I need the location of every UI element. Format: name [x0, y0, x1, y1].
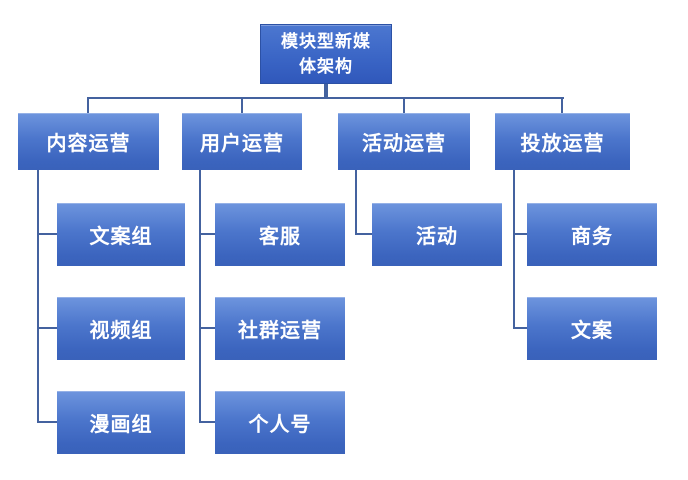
connector-drop-content-operations — [87, 97, 89, 113]
child-label: 个人号 — [248, 414, 312, 436]
child-label: 文案 — [571, 320, 613, 342]
connector-column-content-operations — [37, 170, 39, 423]
child-node-copywriting-group: 文案组 — [57, 203, 185, 266]
connector-drop-placement-operations — [561, 97, 563, 113]
child-node-activity: 活动 — [372, 203, 502, 266]
connector-stub-business — [513, 233, 527, 235]
child-label: 客服 — [259, 226, 301, 248]
connector-column-activity-operations — [355, 170, 357, 235]
child-label: 活动 — [416, 226, 458, 248]
child-node-video-group: 视频组 — [57, 297, 185, 360]
connector-stub-comic-group — [37, 421, 57, 423]
connector-root-drop — [324, 84, 328, 99]
root-node-label-line1: 模块型新媒 — [281, 32, 371, 51]
connector-drop-activity-operations — [403, 97, 405, 113]
connector-stub-video-group — [37, 327, 57, 329]
child-label: 商务 — [571, 226, 613, 248]
connector-column-user-operations — [199, 170, 201, 423]
connector-stub-personal-account — [199, 421, 215, 423]
child-node-comic-group: 漫画组 — [57, 391, 185, 454]
branch-label: 活动运营 — [362, 133, 446, 155]
branch-node-placement-operations: 投放运营 — [495, 113, 630, 170]
child-node-community-operations: 社群运营 — [215, 297, 345, 360]
connector-stub-customer-service — [199, 233, 215, 235]
child-label: 社群运营 — [238, 320, 322, 342]
child-node-customer-service: 客服 — [215, 203, 345, 266]
child-label: 视频组 — [89, 320, 153, 342]
branch-label: 用户运营 — [200, 133, 284, 155]
child-node-personal-account: 个人号 — [215, 391, 345, 454]
connector-stub-activity — [355, 233, 372, 235]
connector-rail — [87, 97, 564, 99]
branch-node-content-operations: 内容运营 — [18, 113, 159, 170]
branch-node-activity-operations: 活动运营 — [338, 113, 470, 170]
branch-node-user-operations: 用户运营 — [182, 113, 302, 170]
connector-drop-user-operations — [241, 97, 243, 113]
branch-label: 投放运营 — [520, 133, 605, 155]
child-label: 漫画组 — [89, 414, 153, 436]
connector-stub-copywriting-group — [37, 233, 57, 235]
root-node-label-line2: 体架构 — [299, 57, 353, 76]
connector-stub-copywriting — [513, 327, 527, 329]
branch-label: 内容运营 — [46, 133, 131, 155]
child-node-business: 商务 — [527, 203, 657, 266]
connector-stub-community-operations — [199, 327, 215, 329]
root-node-modular-new-media-architecture: 模块型新媒 体架构 — [260, 24, 392, 84]
child-node-copywriting: 文案 — [527, 297, 657, 360]
child-label: 文案组 — [89, 226, 153, 248]
connector-column-placement-operations — [513, 170, 515, 329]
